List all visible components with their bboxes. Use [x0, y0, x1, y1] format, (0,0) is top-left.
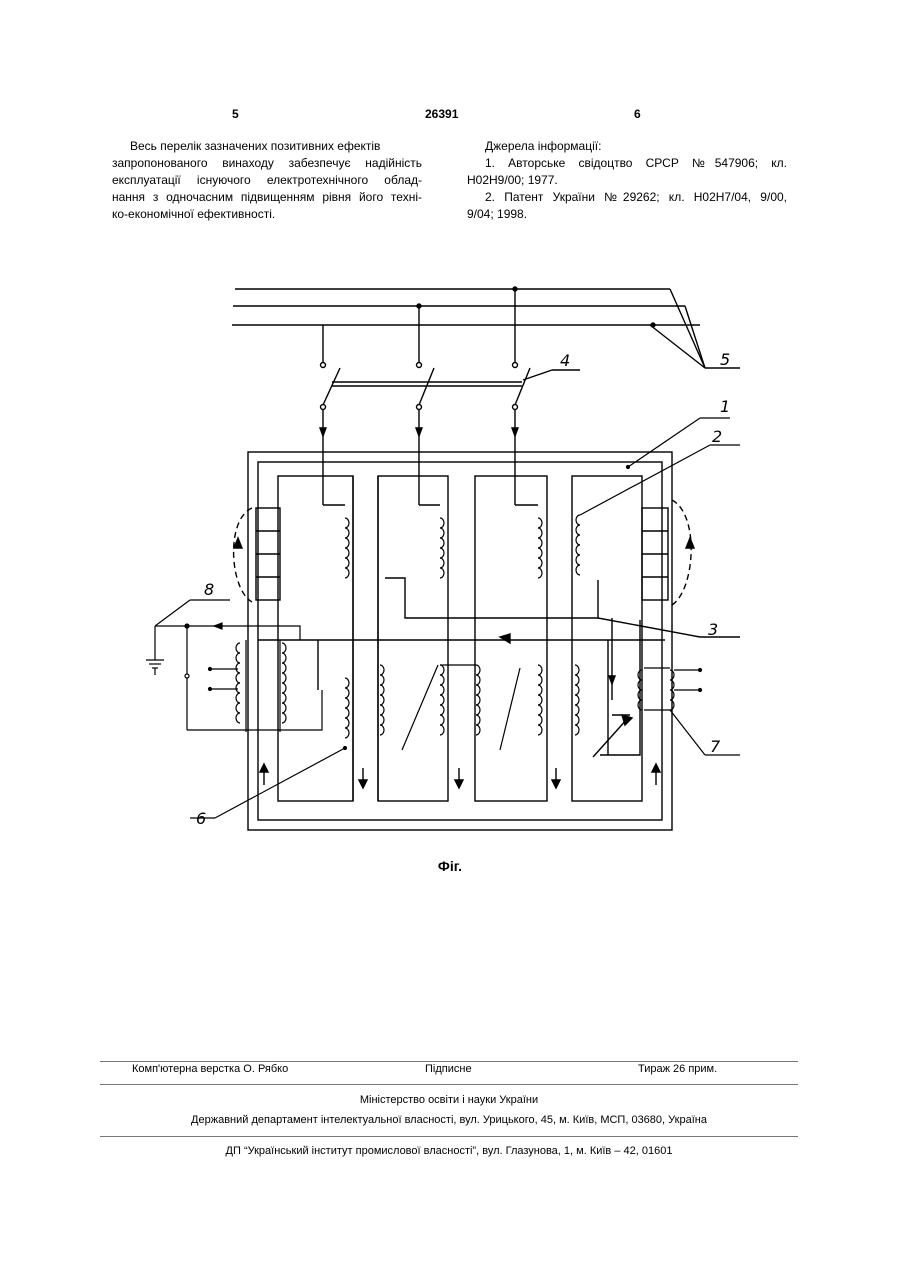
text-line: нання з одночасним підвищенням рівня йог… — [112, 189, 422, 206]
signed-note: Підписне — [425, 1063, 472, 1075]
transformer-diagram: 1 2 3 4 5 6 7 8 — [0, 270, 900, 850]
footer-rule — [100, 1136, 798, 1137]
ministry-line: Міністерство освіти і науки України — [100, 1094, 798, 1106]
reference-1: 1. Авторське свідоцтво СРСР №547906; кл. — [467, 155, 787, 172]
label-2: 2 — [712, 427, 722, 446]
figure-caption: Фіг. — [0, 858, 900, 874]
circulation-note: Тираж 26 прим. — [638, 1063, 717, 1075]
label-3: 3 — [708, 620, 718, 639]
bus-lines — [232, 289, 740, 368]
text-line: запропонованого винаходу забезпечує наді… — [112, 155, 422, 172]
flux-arrows — [260, 764, 660, 788]
left-column: Весь перелік зазначених позитивних ефект… — [112, 138, 422, 223]
reference-2: 2. Патент України №29262; кл. Н02Н7/04, … — [467, 189, 787, 206]
breaker-switch — [321, 368, 581, 410]
references-title: Джерела інформації: — [467, 138, 787, 155]
label-1: 1 — [720, 397, 730, 416]
bus-taps — [321, 287, 656, 368]
label-4: 4 — [560, 351, 570, 370]
text-line: ко-економічної ефективності. — [112, 206, 422, 223]
outer-winding-blocks — [234, 500, 694, 605]
text-line: експлуатації існуючого електротехнічного… — [112, 172, 422, 189]
label-7: 7 — [710, 737, 721, 756]
label-8: 8 — [204, 580, 214, 599]
page-number-left: 5 — [232, 107, 239, 121]
label-5: 5 — [720, 350, 730, 369]
page-number-right: 6 — [634, 107, 641, 121]
upper-coils — [345, 418, 740, 578]
typesetting-credit: Комп'ютерна верстка О. Рябко — [132, 1063, 288, 1075]
right-winding — [638, 668, 740, 755]
figure-labels: 1 2 3 4 5 6 7 8 — [196, 350, 730, 828]
institute-line: ДП “Український інститут промислової вла… — [100, 1145, 798, 1157]
department-line: Державний департамент інтелектуальної вл… — [100, 1114, 798, 1126]
left-winding — [146, 600, 322, 732]
footer-rule — [100, 1084, 798, 1085]
document-number: 26391 — [425, 107, 458, 121]
label-6: 6 — [196, 809, 206, 828]
text-line: Весь перелік зазначених позитивних ефект… — [112, 138, 422, 155]
footer-rule — [100, 1061, 798, 1062]
reference-1-cont: Н02Н9/00; 1977. — [467, 172, 787, 189]
reference-2-cont: 9/04; 1998. — [467, 206, 787, 223]
right-column: Джерела інформації: 1. Авторське свідоцт… — [467, 138, 787, 223]
